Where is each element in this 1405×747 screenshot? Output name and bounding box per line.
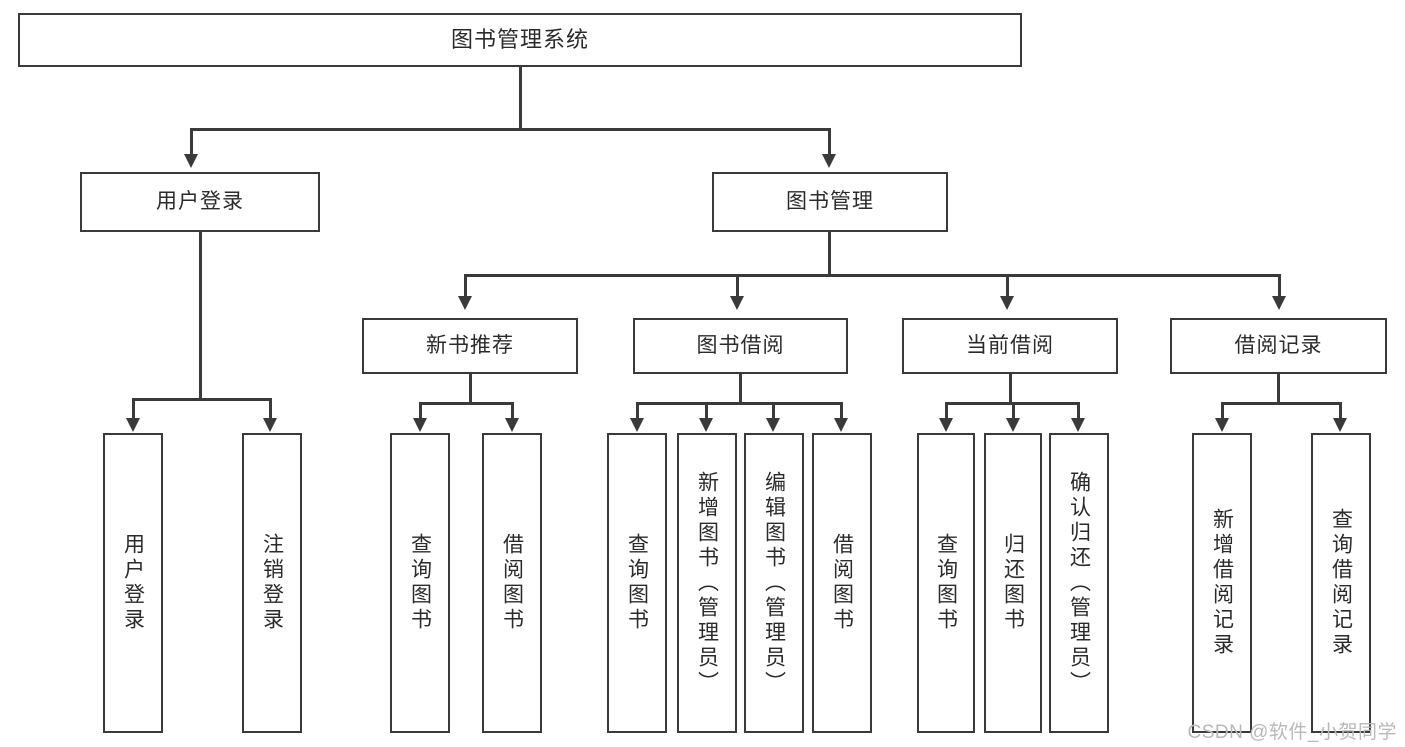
node-leaf-return-book[interactable]: 归还图书	[984, 433, 1042, 733]
node-label: 新书推荐	[426, 334, 514, 358]
edge-user-login-drop-1	[132, 398, 135, 420]
edge-bb-stem	[739, 374, 742, 404]
edge-bb-drop-2	[705, 402, 708, 420]
edge-br-drop-2	[1339, 402, 1342, 420]
node-label: 图书借阅	[696, 334, 785, 358]
node-label: 用户登录	[156, 190, 244, 214]
csdn-watermark: CSDN @软件_小贺同学	[1187, 722, 1397, 743]
edge-bb-drop-3	[772, 402, 775, 420]
edge-root-bus	[190, 128, 831, 131]
arrow-to-leaf-query-book-1	[413, 418, 427, 432]
node-book-manage[interactable]: 图书管理	[712, 172, 948, 232]
node-current-borrow[interactable]: 当前借阅	[902, 318, 1118, 374]
edge-nbr-drop-1	[419, 402, 422, 420]
node-label: 新增借阅记录	[1210, 508, 1234, 658]
edge-bb-bus	[636, 402, 842, 405]
node-label: 编辑图书（管理员）	[762, 470, 786, 696]
arrow-to-leaf-borrow-book-1	[505, 418, 519, 432]
node-label: 查询图书	[625, 533, 649, 633]
edge-bm-drop-3	[1006, 274, 1009, 298]
arrow-to-borrow-record	[1272, 296, 1286, 310]
arrow-to-new-book-rec	[458, 296, 472, 310]
edge-cb-stem	[1009, 374, 1012, 404]
node-label: 借阅图书	[500, 533, 524, 633]
node-user-login[interactable]: 用户登录	[80, 172, 320, 232]
edge-cb-drop-3	[1077, 402, 1080, 420]
node-leaf-borrow-book-1[interactable]: 借阅图书	[482, 433, 542, 733]
node-label: 查询借阅记录	[1329, 508, 1353, 658]
node-leaf-query-record[interactable]: 查询借阅记录	[1311, 433, 1371, 733]
arrow-to-leaf-confirm-return	[1071, 418, 1085, 432]
node-leaf-query-book-3[interactable]: 查询图书	[917, 433, 975, 733]
node-label: 注销登录	[260, 533, 284, 633]
node-leaf-add-book[interactable]: 新增图书（管理员）	[677, 433, 737, 733]
node-leaf-add-record[interactable]: 新增借阅记录	[1192, 433, 1252, 733]
node-leaf-edit-book[interactable]: 编辑图书（管理员）	[744, 433, 804, 733]
edge-bm-drop-4	[1278, 274, 1281, 298]
node-leaf-query-book-1[interactable]: 查询图书	[390, 433, 450, 733]
node-leaf-borrow-book-2[interactable]: 借阅图书	[812, 433, 872, 733]
edge-user-login-drop-2	[269, 398, 272, 420]
edge-book-manage-bus	[464, 274, 1280, 277]
arrow-to-leaf-query-record	[1333, 418, 1347, 432]
edge-cb-drop-1	[945, 402, 948, 420]
arrow-to-leaf-edit-book	[766, 418, 780, 432]
edge-user-login-stem	[199, 232, 202, 400]
node-label: 查询图书	[934, 533, 958, 633]
edge-nbr-bus	[419, 402, 513, 405]
node-label: 图书管理系统	[450, 26, 589, 52]
node-book-borrow[interactable]: 图书借阅	[633, 318, 848, 374]
edge-bb-drop-4	[840, 402, 843, 420]
arrow-to-current-borrow	[1000, 296, 1014, 310]
arrow-to-leaf-add-book	[699, 418, 713, 432]
edge-br-drop-1	[1221, 402, 1224, 420]
node-label: 借阅图书	[830, 533, 854, 633]
arrow-to-leaf-return-book	[1006, 418, 1020, 432]
edge-root-to-user-login	[190, 128, 193, 156]
node-new-book-rec[interactable]: 新书推荐	[362, 318, 578, 374]
node-label: 用户登录	[121, 533, 145, 633]
edge-nbr-stem	[469, 374, 472, 404]
node-label: 查询图书	[408, 533, 432, 633]
arrow-to-leaf-query-book-2	[630, 418, 644, 432]
arrow-root-to-user-login	[184, 154, 198, 168]
edge-root-stem	[519, 67, 522, 130]
node-label: 新增图书（管理员）	[695, 470, 719, 696]
edge-nbr-drop-2	[511, 402, 514, 420]
arrow-to-leaf-borrow-book-2	[834, 418, 848, 432]
node-leaf-user-login[interactable]: 用户登录	[103, 433, 163, 733]
edge-bb-drop-1	[636, 402, 639, 420]
edge-bm-drop-2	[736, 274, 739, 298]
edge-book-manage-stem	[828, 232, 831, 276]
edge-bm-drop-1	[464, 274, 467, 298]
arrow-to-leaf-user-login	[126, 418, 140, 432]
node-leaf-confirm-return[interactable]: 确认归还（管理员）	[1049, 433, 1109, 733]
node-label: 借阅记录	[1234, 334, 1323, 358]
arrow-to-leaf-query-book-3	[939, 418, 953, 432]
edge-user-login-bus	[132, 398, 269, 401]
arrow-to-leaf-logout	[263, 418, 277, 432]
node-label: 当前借阅	[966, 334, 1054, 358]
node-label: 确认归还（管理员）	[1067, 470, 1091, 696]
edge-br-bus	[1221, 402, 1341, 405]
arrow-to-leaf-add-record	[1215, 418, 1229, 432]
edge-br-stem	[1277, 374, 1280, 404]
arrow-root-to-book-manage	[822, 154, 836, 168]
arrow-to-book-borrow	[730, 296, 744, 310]
edge-cb-drop-2	[1012, 402, 1015, 420]
node-leaf-logout[interactable]: 注销登录	[242, 433, 302, 733]
node-label: 图书管理	[786, 190, 874, 214]
edge-root-to-book-manage	[828, 128, 831, 156]
node-label: 归还图书	[1001, 533, 1025, 633]
node-leaf-query-book-2[interactable]: 查询图书	[607, 433, 667, 733]
node-root-system[interactable]: 图书管理系统	[18, 13, 1022, 67]
node-borrow-record[interactable]: 借阅记录	[1170, 318, 1387, 374]
